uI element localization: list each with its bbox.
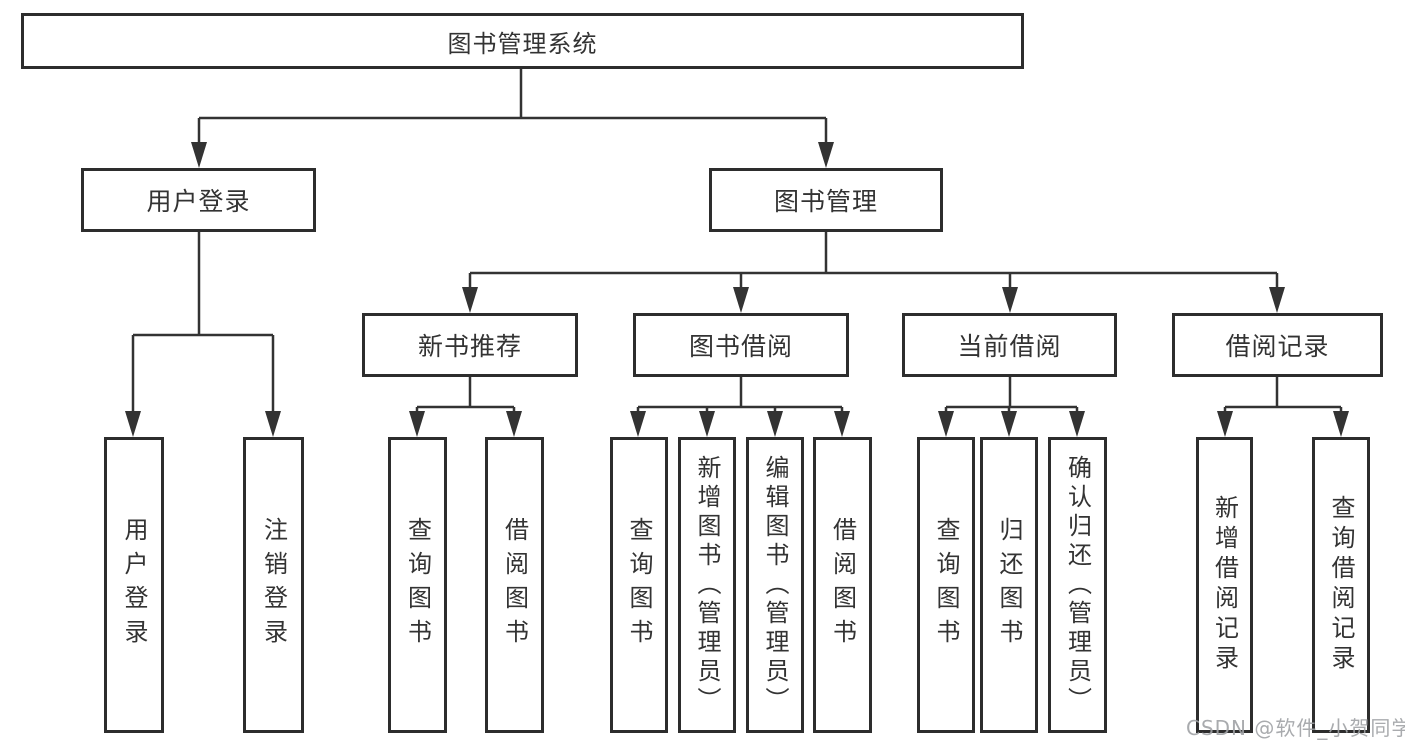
node-book-management: 图书管理 — [709, 168, 943, 232]
node-user-login-label: 用户登录 — [146, 187, 251, 216]
leaf-return-book-label: 归还图书 — [995, 517, 1023, 653]
node-user-login: 用户登录 — [81, 168, 316, 232]
leaf-query-book-borrow-label: 查询图书 — [625, 517, 653, 653]
leaf-query-book-recommend: 查询图书 — [388, 437, 447, 733]
leaf-confirm-return-admin-label: 确认归还（管理员） — [1063, 454, 1092, 716]
leaf-add-borrow-record: 新增借阅记录 — [1196, 437, 1253, 733]
node-new-book-recommend: 新书推荐 — [362, 313, 578, 377]
leaf-query-book-borrow: 查询图书 — [610, 437, 668, 733]
leaf-logout-label: 注销登录 — [259, 517, 288, 653]
leaf-query-book-current-label: 查询图书 — [932, 517, 960, 653]
root-node-label: 图书管理系统 — [447, 29, 598, 58]
leaf-confirm-return-admin: 确认归还（管理员） — [1048, 437, 1107, 733]
leaf-add-borrow-record-label: 新增借阅记录 — [1210, 495, 1239, 675]
leaf-return-book: 归还图书 — [980, 437, 1038, 733]
arrowheads — [125, 142, 1349, 437]
leaf-user-login: 用户登录 — [104, 437, 164, 733]
leaf-add-book-admin: 新增图书（管理员） — [678, 437, 736, 733]
node-current-borrow-label: 当前借阅 — [957, 332, 1062, 361]
leaf-query-borrow-record: 查询借阅记录 — [1312, 437, 1370, 733]
node-book-borrow: 图书借阅 — [633, 313, 849, 377]
leaf-borrow-book-recommend-label: 借阅图书 — [500, 517, 529, 653]
node-current-borrow: 当前借阅 — [902, 313, 1117, 377]
csdn-watermark: CSDN @软件_小贺同学 — [1186, 716, 1405, 740]
leaf-query-book-current: 查询图书 — [917, 437, 975, 733]
leaf-borrow-book: 借阅图书 — [813, 437, 872, 733]
node-new-book-recommend-label: 新书推荐 — [417, 332, 522, 361]
leaf-borrow-book-label: 借阅图书 — [828, 517, 857, 653]
node-borrow-record: 借阅记录 — [1172, 313, 1383, 377]
node-borrow-record-label: 借阅记录 — [1225, 332, 1330, 361]
leaf-edit-book-admin-label: 编辑图书（管理员） — [761, 454, 789, 716]
leaf-edit-book-admin: 编辑图书（管理员） — [746, 437, 804, 733]
leaf-add-book-admin-label: 新增图书（管理员） — [693, 454, 721, 716]
node-book-management-label: 图书管理 — [773, 187, 878, 216]
leaf-query-borrow-record-label: 查询借阅记录 — [1327, 495, 1355, 675]
leaf-query-book-recommend-label: 查询图书 — [403, 517, 432, 653]
leaf-logout: 注销登录 — [243, 437, 304, 733]
leaf-user-login-label: 用户登录 — [120, 517, 148, 653]
node-book-borrow-label: 图书借阅 — [688, 332, 793, 361]
leaf-borrow-book-recommend: 借阅图书 — [485, 437, 544, 733]
root-node: 图书管理系统 — [21, 13, 1024, 69]
